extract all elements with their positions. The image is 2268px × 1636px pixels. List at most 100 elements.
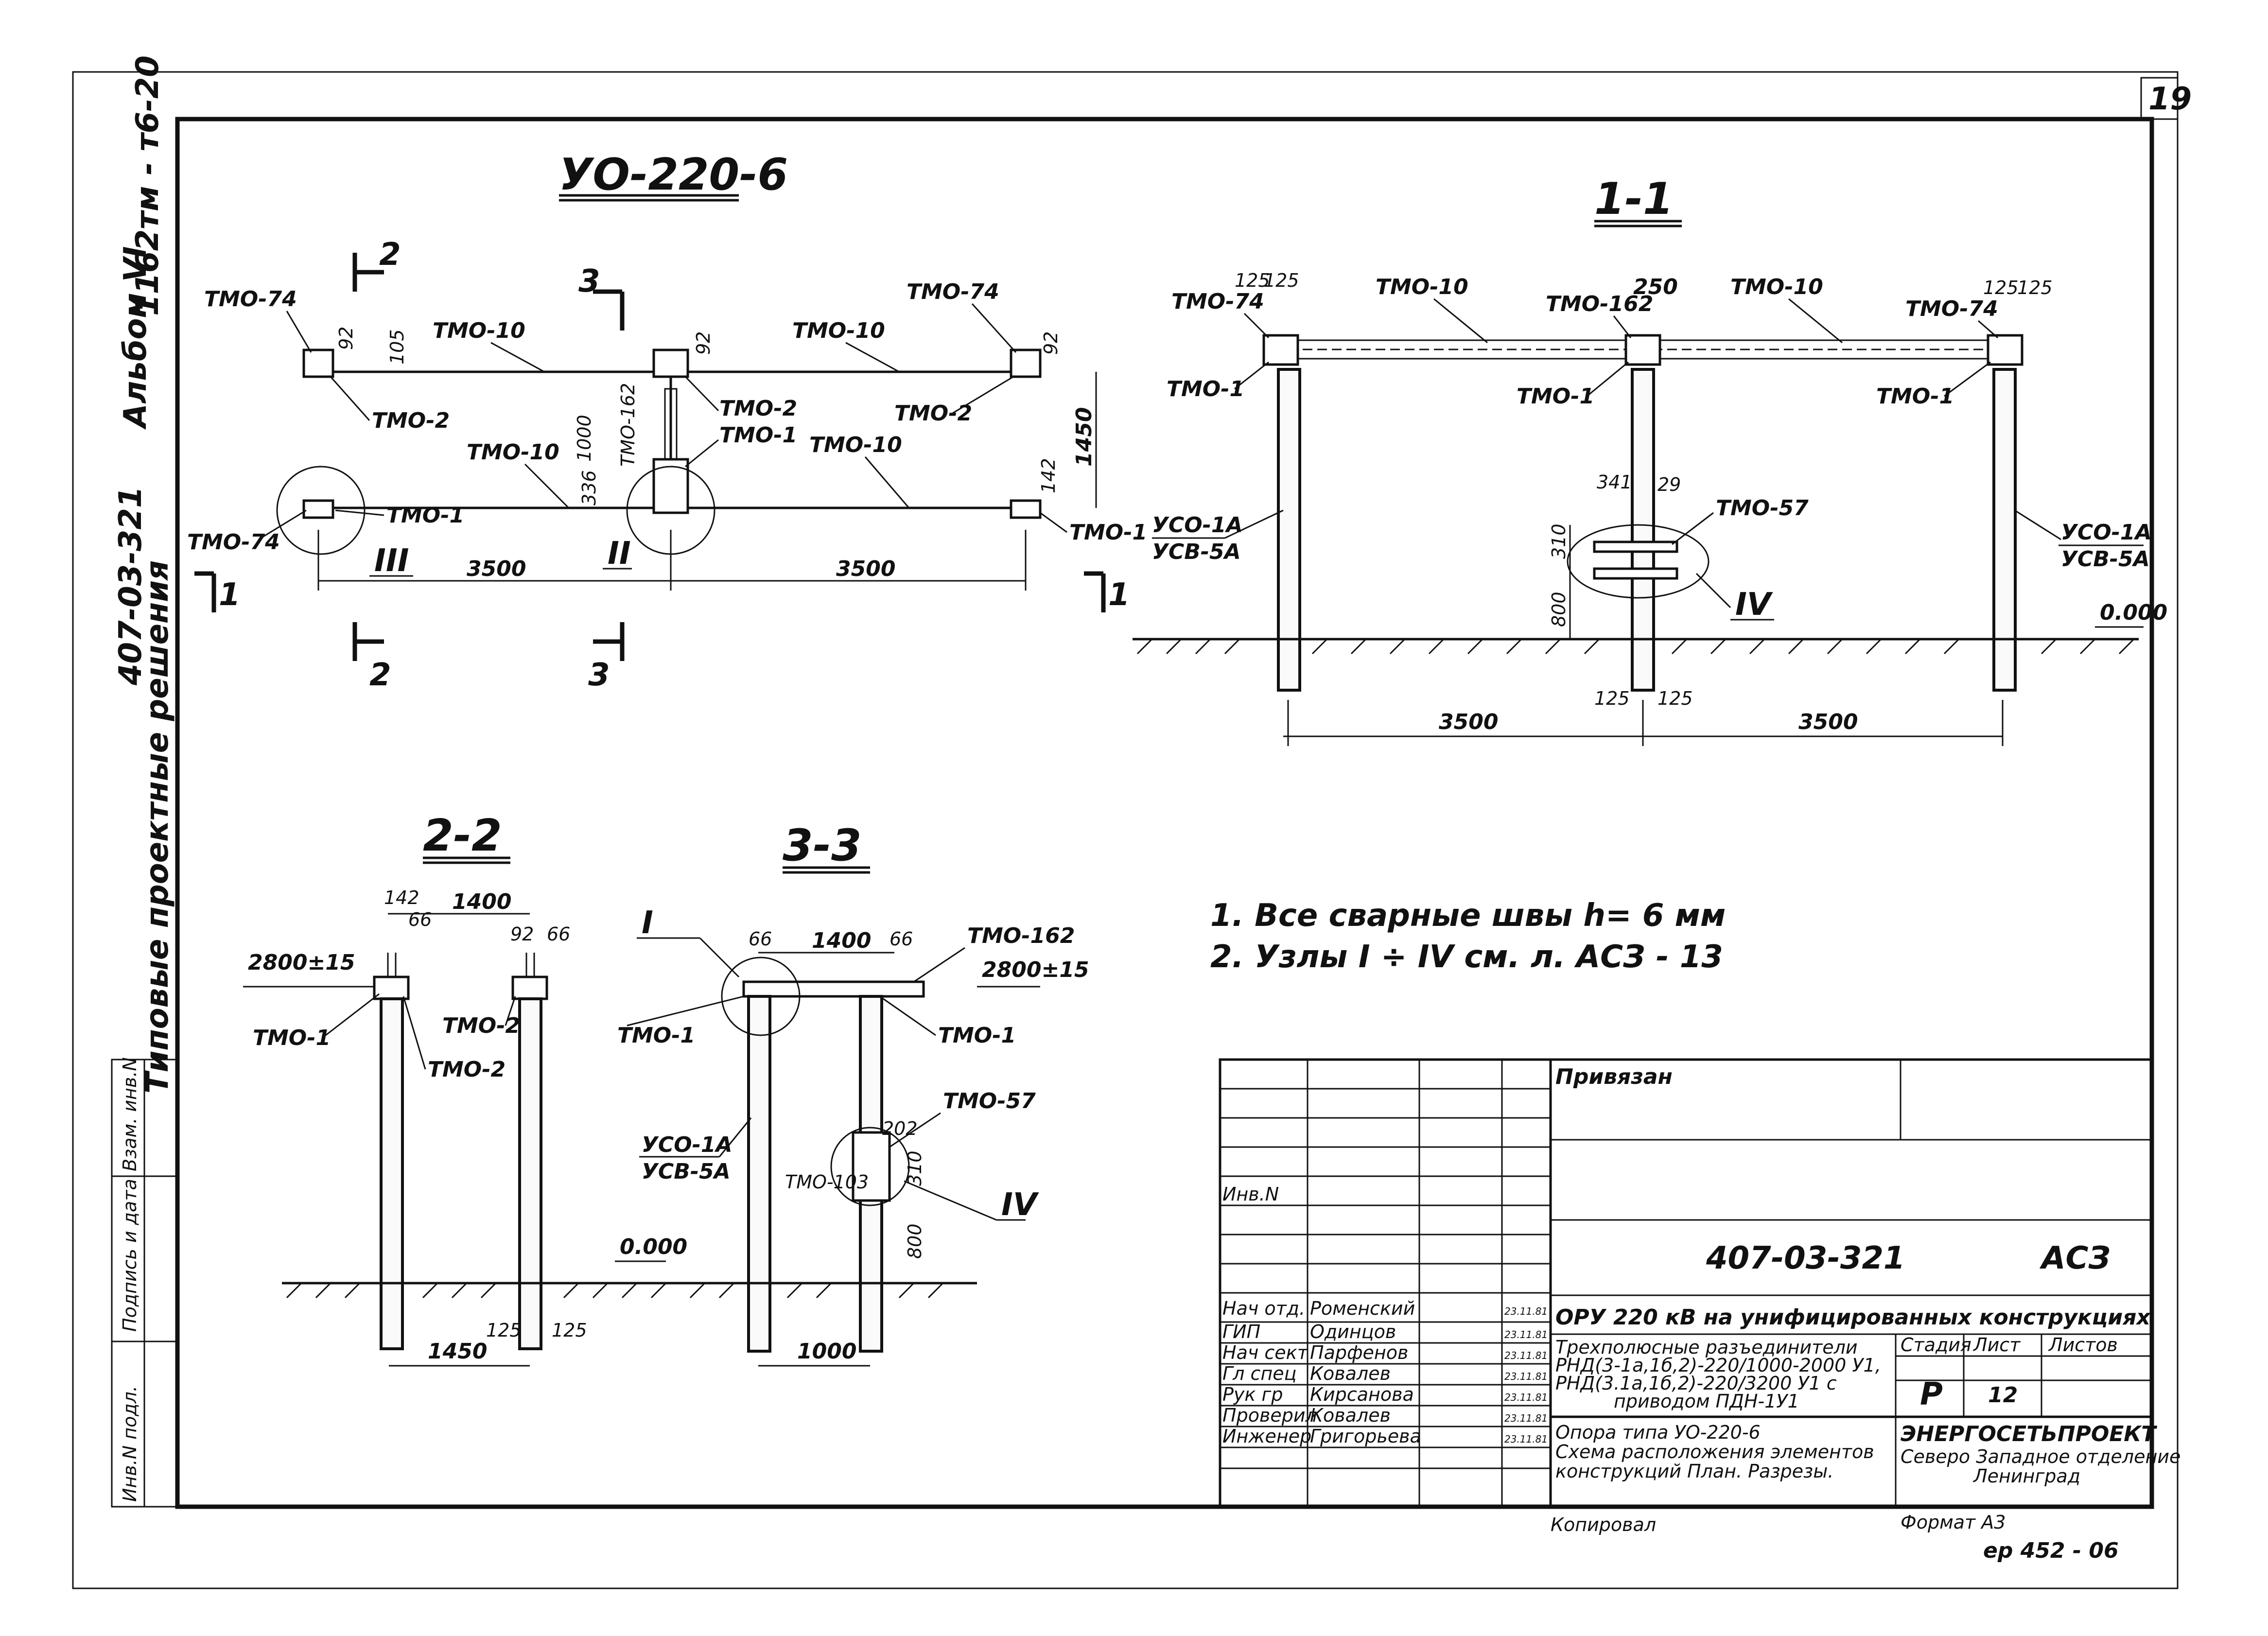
- tb-org-2: Ленинград: [1972, 1465, 2080, 1487]
- s33-elev: 2800±15: [982, 957, 1089, 982]
- plan-dim-3500-l: 3500: [467, 557, 526, 581]
- side-labels: 407-03-321 Альбом VI 1162тм - т6-20 Типо…: [113, 55, 175, 1094]
- side-album: Альбом VI: [118, 246, 154, 430]
- plan-dim-3500-r: 3500: [836, 557, 895, 581]
- plan-dim-142: 142: [1038, 458, 1059, 493]
- tb-staff-name: Парфенов: [1310, 1342, 1408, 1363]
- plan-node-tl: [302, 348, 334, 378]
- s33-dim-66-r: 66: [890, 928, 913, 950]
- plan-detail-circle-III: [276, 466, 366, 555]
- s11-label-uso-l: УСО-1А: [1152, 513, 1243, 538]
- plan-cut-1-left: 1: [219, 577, 241, 613]
- s33-label-tmo162: ТМО-162: [967, 923, 1075, 948]
- plan-node-bl: [302, 499, 334, 519]
- s33-node-I: I: [642, 905, 653, 941]
- s22-dim-125-b: 125: [552, 1320, 587, 1341]
- plan-dim-336: 336: [578, 470, 600, 505]
- s11-dim-125-b: 125: [1264, 270, 1299, 291]
- plan-dim-92-c: 92: [693, 331, 714, 355]
- side-album-code: 407-03-321: [113, 487, 149, 686]
- tb-desc1-2: РНД(3.1а,1б,2)-220/3200 У1 с: [1555, 1373, 1837, 1394]
- tb-staff-date: 23.11.81: [1504, 1392, 1548, 1403]
- tb-staff-role: ГИП: [1222, 1321, 1260, 1342]
- s11-label-uso-r: УСО-1А: [2061, 520, 2152, 545]
- s33-label-usv: УСВ-5А: [642, 1159, 731, 1184]
- tb-staff-role: Гл спец: [1222, 1363, 1297, 1384]
- tb-staff-name: Одинцов: [1310, 1321, 1396, 1342]
- tb-mark: АСЗ: [2039, 1240, 2111, 1276]
- s33-detail-circle-I: [721, 957, 801, 1036]
- s22-dim-125-a: 125: [486, 1320, 522, 1341]
- stamp-vzam: Взам. инв.N: [119, 1057, 140, 1171]
- s33-dim-310: 310: [904, 1150, 925, 1186]
- stamp-sign-date: Подпись и дата: [119, 1179, 140, 1332]
- tb-staff-date: 23.11.81: [1504, 1305, 1548, 1317]
- plan-dim-92-l: 92: [335, 327, 357, 350]
- tb-staff-name: Роменский: [1310, 1298, 1415, 1319]
- tb-desc1-3: приводом ПДН-1У1: [1614, 1391, 1799, 1412]
- tb-privyazan: Привязан: [1555, 1064, 1673, 1089]
- plan-label-tmo10-1: ТМО-10: [433, 318, 525, 343]
- s33-label-tmo103: ТМО-103: [785, 1171, 869, 1193]
- section-3-3: 3-3 66 66 1400 ТМО-162 2800±15 I ТМО-1 Т…: [617, 820, 1089, 1367]
- plan-label-tmo1-c: ТМО-1: [719, 423, 797, 448]
- plan-label-tmo10-3: ТМО-10: [467, 440, 559, 465]
- s11-dim-125-f: 125: [1657, 688, 1693, 709]
- s11-dim-29: 29: [1657, 474, 1681, 495]
- tb-staff-name: Ковалев: [1310, 1405, 1391, 1426]
- tb-desc1-0: Трехполюсные разъединители: [1555, 1337, 1858, 1358]
- tb-object: ОРУ 220 кВ на унифицированных конструкци…: [1555, 1305, 2151, 1330]
- s11-label-tmo1-c: ТМО-1: [1517, 384, 1594, 409]
- plan-dim-105: 105: [386, 329, 408, 365]
- s22-dim-142: 142: [384, 887, 419, 908]
- s11-label-tmo74-r: ТМО-74: [1905, 296, 1998, 321]
- side-sheet-code: 1162тм - т6-20: [130, 55, 166, 316]
- s11-zero: 0.000: [2100, 600, 2167, 625]
- title-block: Инв.N Привязан 407-03-321 АСЗ ОРУ 220 кВ…: [1219, 1058, 2181, 1508]
- s11-dim-3500-l: 3500: [1439, 710, 1498, 734]
- s11-title: 1-1: [1594, 174, 1674, 225]
- notes: 1. Все сварные швы h= 6 мм 2. Узлы I ÷ I…: [1210, 898, 1726, 975]
- tb-staff-date: 23.11.81: [1504, 1329, 1548, 1340]
- tb-org-1: Северо Западное отделение: [1901, 1446, 2181, 1467]
- plan-node-III: III: [374, 543, 409, 579]
- tb-staff-role: Инженер: [1222, 1426, 1311, 1447]
- s11-dim-800: 800: [1548, 592, 1570, 627]
- tb-head-sheets: Листов: [2048, 1334, 2118, 1356]
- tb-staff-date: 23.11.81: [1504, 1371, 1548, 1382]
- s11-label-tmo57: ТМО-57: [1716, 496, 1809, 521]
- s11-label-tmo74-l: ТМО-74: [1171, 289, 1264, 314]
- s11-label-tmo1-r: ТМО-1: [1876, 384, 1954, 409]
- s11-label-tmo1-l: ТМО-1: [1167, 377, 1244, 401]
- s33-dim-800: 800: [904, 1223, 925, 1259]
- s22-dim-66-r: 66: [547, 923, 570, 945]
- tb-inv: Инв.N: [1222, 1183, 1279, 1205]
- tb-staff-date: 23.11.81: [1504, 1412, 1548, 1424]
- s11-dim-125-c: 125: [1983, 277, 2019, 298]
- tb-org-0: ЭНЕРГОСЕТЬПРОЕКТ: [1901, 1422, 2157, 1446]
- s11-dim-125-a: 125: [1235, 270, 1270, 291]
- tb-project-code: 407-03-321: [1706, 1240, 1905, 1276]
- s22-zero: 0.000: [620, 1235, 687, 1259]
- s11-label-tmo10-r: ТМО-10: [1730, 275, 1823, 299]
- s11-node-IV: IV: [1735, 587, 1773, 623]
- plan-label-tmo74-tl: ТМО-74: [204, 287, 297, 312]
- plan-cut-2-bottom: 2: [369, 657, 391, 693]
- tb-staff-role: Нач сект: [1222, 1342, 1309, 1363]
- s11-dim-125-d: 125: [2017, 277, 2053, 298]
- tb-staff-date: 23.11.81: [1504, 1433, 1548, 1445]
- s33-detail-circle-IV: [830, 1127, 910, 1206]
- s11-dim-310: 310: [1548, 523, 1570, 559]
- tb-staff: Нач отд. Роменский 23.11.81 ГИП Одинцов …: [1222, 1298, 1548, 1447]
- s22-label-tmo2-r: ТМО-2: [442, 1013, 520, 1038]
- s22-dim-1450: 1450: [428, 1339, 487, 1364]
- s33-label-tmo57: ТМО-57: [943, 1089, 1036, 1114]
- tb-desc1-1: РНД(3-1а,1б,2)-220/1000-2000 У1,: [1555, 1355, 1881, 1376]
- plan-node-tm: [652, 348, 689, 378]
- s33-label-tmo1-l: ТМО-1: [617, 1023, 695, 1048]
- s11-dim-3500-r: 3500: [1798, 710, 1858, 734]
- s22-elev: 2800±15: [248, 950, 355, 975]
- s33-dim-202: 202: [882, 1118, 918, 1139]
- plan-label-tmo162: ТМО-162: [617, 383, 639, 467]
- plan-node-br: [1010, 499, 1042, 519]
